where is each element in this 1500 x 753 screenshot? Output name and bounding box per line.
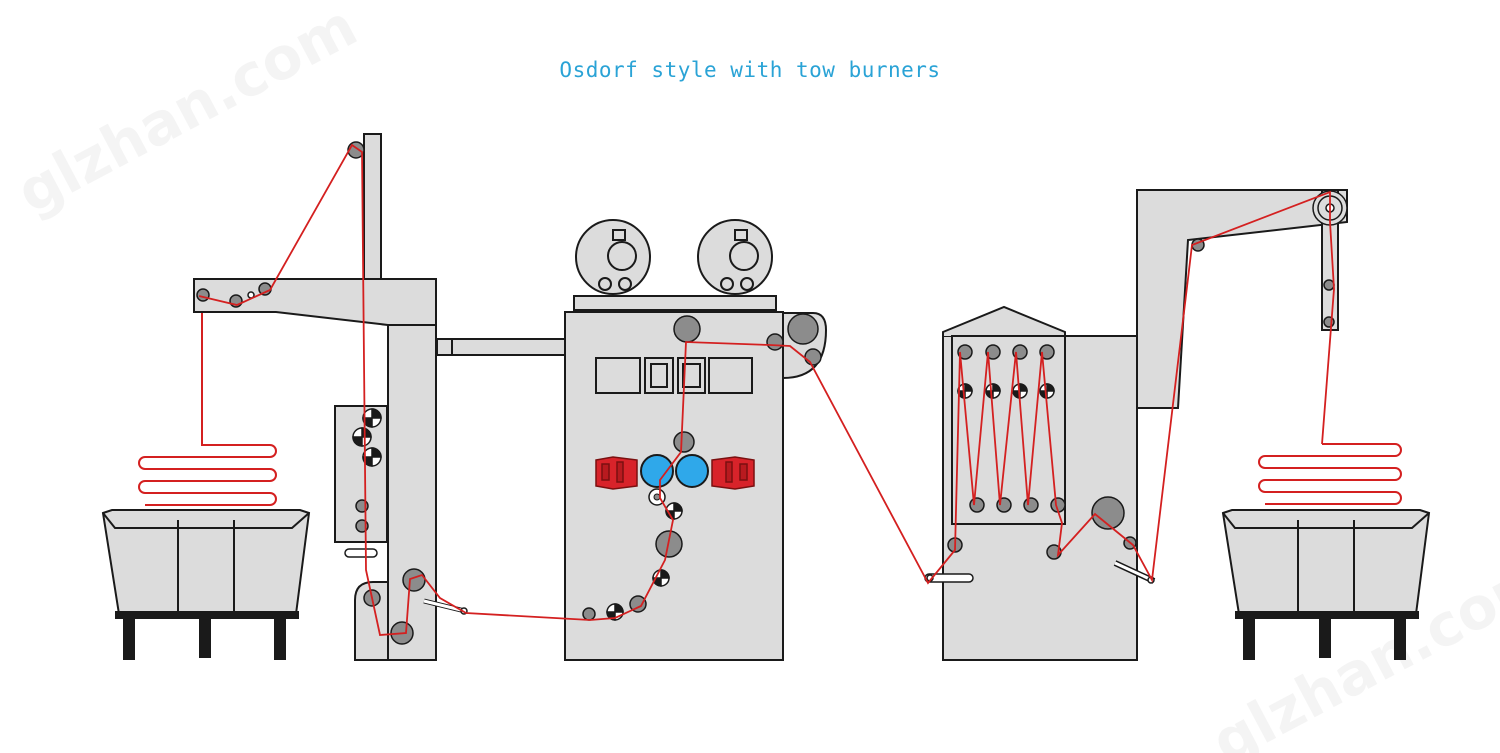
diagram-title: Osdorf style with tow burners [559,58,941,82]
tow-burner-unit [564,219,828,661]
festoon-rollers [947,238,1335,560]
can-body [101,509,311,615]
tow-layers [138,293,277,506]
tower-upper [1136,189,1348,409]
cabinet-windows [595,357,753,394]
creel-mast [363,133,382,285]
tension-discs [352,408,382,467]
caster-wheels [1243,616,1406,660]
can-body [1221,509,1431,615]
can-rim [1222,512,1430,529]
tow-layers [1258,443,1402,505]
tow-path [198,143,1335,636]
burner-rollers [582,313,822,621]
fan-base [573,295,777,311]
burner-heads [595,456,755,490]
connecting-beam [435,338,567,356]
can-rim [102,512,310,529]
beam-bracket [436,338,453,356]
creel-column [387,324,437,661]
calender-rolls [640,454,709,488]
caster-wheels [123,616,286,660]
left-tow-can [101,293,311,660]
right-tow-can [1221,443,1431,660]
cabinet-roof [942,305,1066,336]
creel-frame [193,133,567,661]
burner-fans [573,219,777,311]
